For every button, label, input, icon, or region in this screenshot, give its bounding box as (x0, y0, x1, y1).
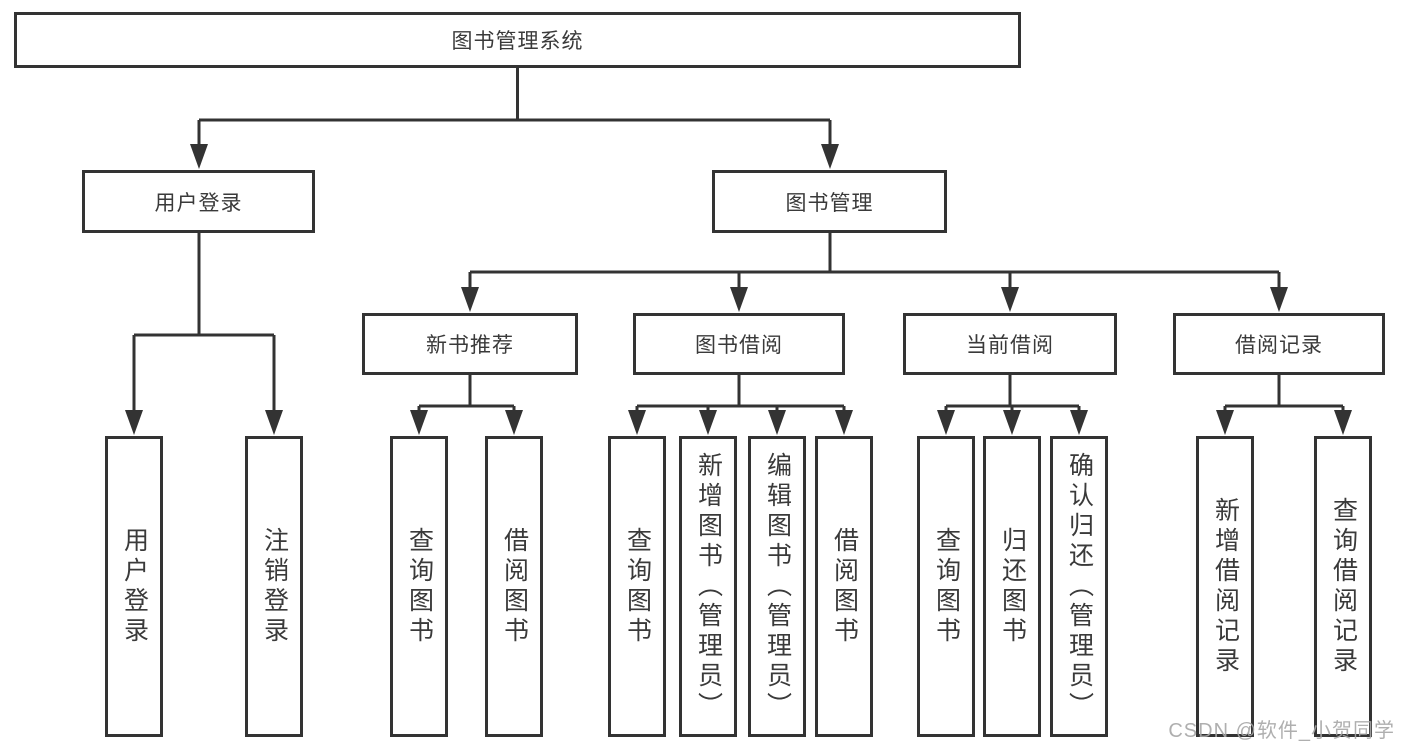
csdn-watermark: CSDN @软件_小贺同学 (1168, 720, 1395, 742)
leaf-edit-book-admin-label: 编辑图书（管理员） (763, 451, 792, 722)
leaf-return-books-label: 归还图书 (998, 526, 1027, 647)
leaf-logout: 注销登录 (245, 436, 303, 737)
leaf-borrowing-query-books-label: 查询图书 (623, 526, 652, 647)
node-library-system: 图书管理系统 (14, 12, 1021, 68)
leaf-edit-book-admin: 编辑图书（管理员） (748, 436, 806, 737)
node-book-borrowing-label: 图书借阅 (695, 334, 783, 357)
leaf-recommend-borrow-books-label: 借阅图书 (500, 526, 529, 647)
leaf-confirm-return-admin-label: 确认归还（管理员） (1065, 451, 1094, 722)
leaf-borrowing-borrow-books-label: 借阅图书 (830, 526, 859, 647)
connector-current-borrowing-to-leaves (937, 375, 1088, 435)
connector-root-to-level2 (190, 68, 839, 169)
node-current-borrowing-label: 当前借阅 (966, 334, 1054, 357)
leaf-recommend-borrow-books: 借阅图书 (485, 436, 543, 737)
leaf-query-borrow-record-label: 查询借阅记录 (1329, 496, 1358, 677)
leaf-user-login-label: 用户登录 (120, 526, 149, 647)
node-user-login: 用户登录 (82, 170, 315, 233)
node-book-management: 图书管理 (712, 170, 947, 233)
connector-book-borrowing-to-leaves (628, 375, 853, 435)
leaf-recommend-query-books-label: 查询图书 (405, 526, 434, 647)
connector-book-management-to-level3 (461, 233, 1288, 312)
node-borrow-records-label: 借阅记录 (1235, 334, 1323, 357)
leaf-user-login: 用户登录 (105, 436, 163, 737)
leaf-add-borrow-record: 新增借阅记录 (1196, 436, 1254, 737)
node-new-book-recommendation-label: 新书推荐 (426, 334, 514, 357)
node-borrow-records: 借阅记录 (1173, 313, 1385, 375)
leaf-query-borrow-record: 查询借阅记录 (1314, 436, 1372, 737)
leaf-borrowing-borrow-books: 借阅图书 (815, 436, 873, 737)
leaf-add-borrow-record-label: 新增借阅记录 (1211, 496, 1240, 677)
leaf-return-books: 归还图书 (983, 436, 1041, 737)
connector-user-login-to-leaves (125, 233, 283, 435)
connector-new-book-to-leaves (410, 375, 523, 435)
node-current-borrowing: 当前借阅 (903, 313, 1117, 375)
leaf-add-book-admin: 新增图书（管理员） (679, 436, 737, 737)
leaf-confirm-return-admin: 确认归还（管理员） (1050, 436, 1108, 737)
node-book-borrowing: 图书借阅 (633, 313, 845, 375)
node-user-login-label: 用户登录 (154, 191, 243, 215)
node-new-book-recommendation: 新书推荐 (362, 313, 578, 375)
leaf-add-book-admin-label: 新增图书（管理员） (694, 451, 723, 722)
leaf-current-query-books-label: 查询图书 (932, 526, 961, 647)
leaf-logout-label: 注销登录 (260, 526, 289, 647)
node-library-system-label: 图书管理系统 (451, 30, 584, 53)
leaf-borrowing-query-books: 查询图书 (608, 436, 666, 737)
leaf-current-query-books: 查询图书 (917, 436, 975, 737)
node-book-management-label: 图书管理 (785, 191, 874, 215)
connector-borrow-records-to-leaves (1216, 375, 1352, 435)
leaf-recommend-query-books: 查询图书 (390, 436, 448, 737)
